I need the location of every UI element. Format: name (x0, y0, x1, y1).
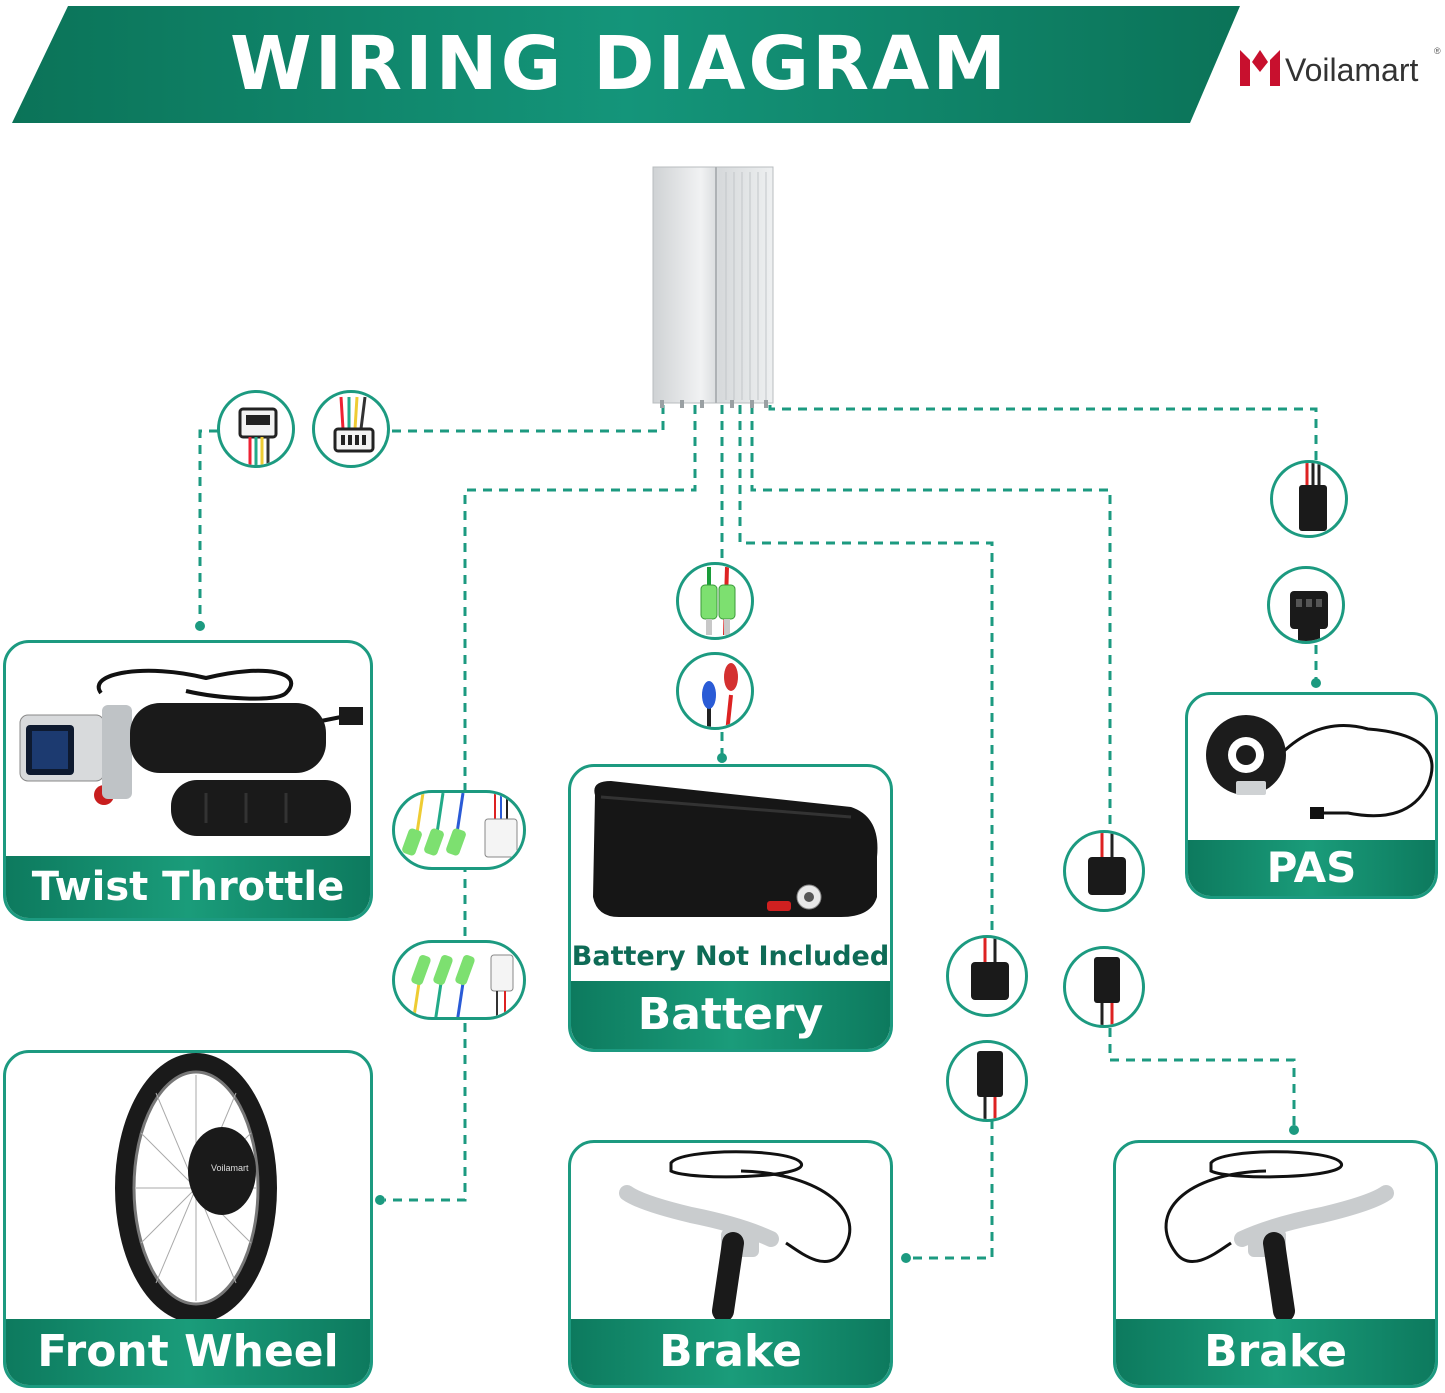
twist-throttle-illustration (19, 668, 363, 836)
pas-sensor-illustration (1206, 715, 1434, 819)
motor-wire (385, 405, 697, 1202)
brand-logo-icon (1240, 50, 1280, 86)
junction-dot (195, 621, 205, 631)
motor-connector-bullets-icon (392, 790, 526, 870)
brand-registered-mark: ® (1434, 46, 1441, 56)
brake-left-illustration (619, 1150, 852, 1322)
header-banner (12, 6, 1240, 123)
twist-throttle-card: Twist Throttle (3, 640, 373, 921)
brake-right-connector-female-icon (1063, 946, 1145, 1028)
pas-label: PAS (1188, 840, 1435, 896)
front-wheel-label: Front Wheel (6, 1319, 370, 1385)
brake-left-connector-female-icon (946, 1040, 1028, 1122)
battery-card: Battery Not Included Battery (568, 764, 893, 1052)
throttle-connector-male-icon (312, 390, 390, 468)
throttle-wire (390, 405, 665, 433)
battery-connector-socket-icon (676, 652, 754, 730)
page-title: WIRING DIAGRAM (230, 21, 1009, 107)
junction-dot (717, 753, 727, 763)
brand-name: Voilamart (1285, 52, 1419, 88)
junction-dot (1289, 1125, 1299, 1135)
pas-connector-male-icon (1270, 460, 1348, 538)
motor-connector-sockets-icon (392, 940, 526, 1020)
twist-throttle-label: Twist Throttle (6, 856, 370, 918)
battery-connector-bullet-icon (676, 562, 754, 640)
pas-card: PAS (1185, 692, 1438, 899)
pas-connector-female-icon (1267, 566, 1345, 644)
controller-box (652, 166, 774, 408)
junction-dot (375, 1195, 385, 1205)
battery-illustration (593, 781, 878, 917)
pas-wire (768, 405, 1318, 460)
brake-right-card: Brake (1113, 1140, 1438, 1388)
throttle-wire-left (198, 429, 218, 625)
junction-dot (901, 1253, 911, 1263)
brake-right-label: Brake (1116, 1319, 1435, 1385)
brake-right-illustration (1164, 1150, 1394, 1322)
brake-left-wire (738, 405, 994, 935)
battery-note: Battery Not Included (571, 941, 890, 972)
brake-left-card: Brake (568, 1140, 893, 1388)
brake-left-connector-male-icon (946, 935, 1028, 1017)
front-wheel-card: Voilamart Front Wheel (3, 1050, 373, 1388)
throttle-connector-female-icon (217, 390, 295, 468)
junction-dot (1311, 678, 1321, 688)
brake-right-connector-male-icon (1063, 830, 1145, 912)
front-wheel-illustration (115, 1053, 277, 1323)
hub-logo-text: Voilamart (211, 1163, 249, 1173)
battery-label: Battery (571, 981, 890, 1049)
brake-right-wire (750, 405, 1112, 830)
brake-left-label: Brake (571, 1319, 890, 1385)
